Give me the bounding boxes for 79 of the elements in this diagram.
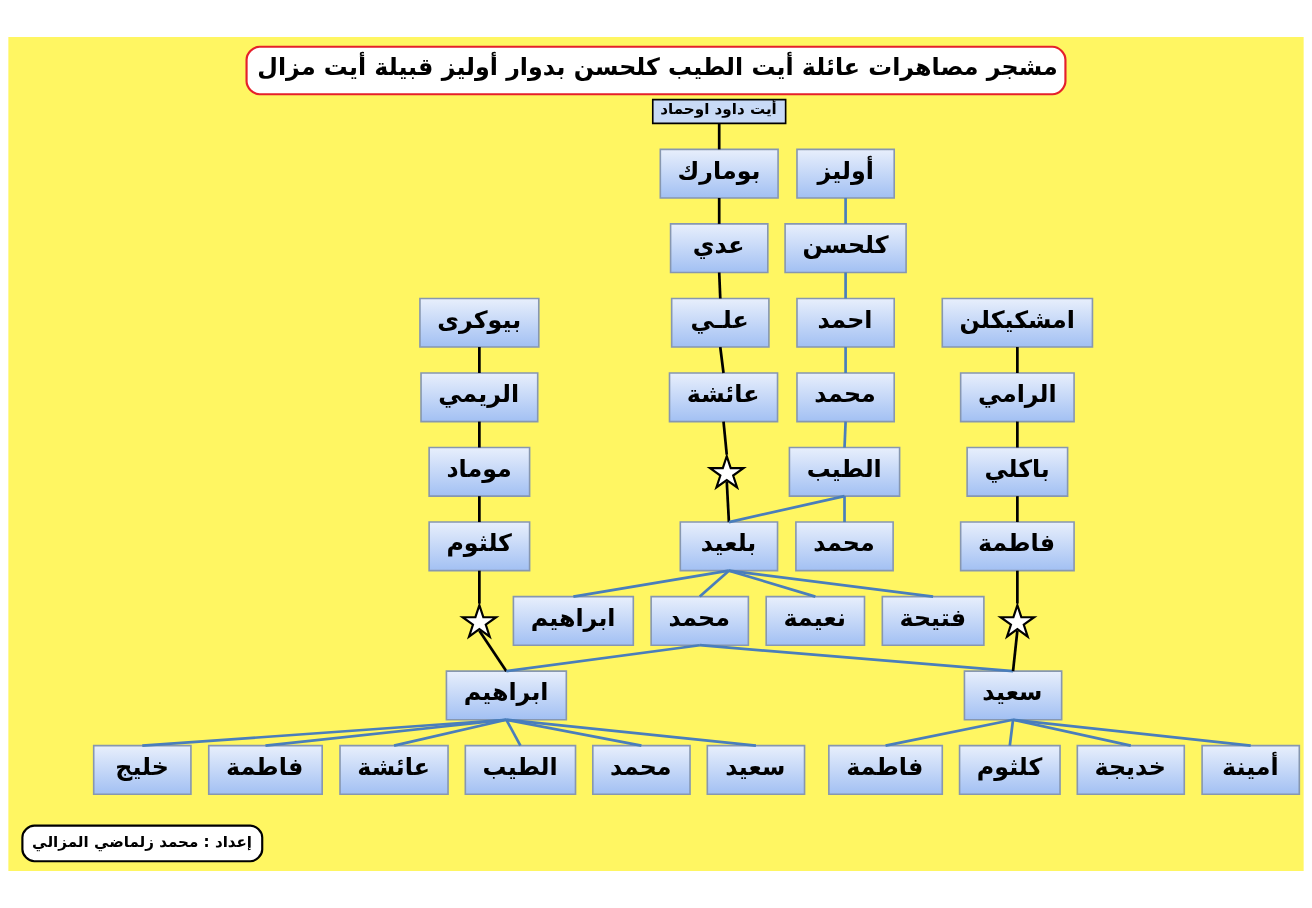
connector — [725, 481, 731, 523]
node-star — [997, 601, 1038, 640]
node-box: امشكيكلن — [941, 297, 1094, 348]
connector — [265, 718, 507, 748]
node-box: عائشة — [339, 744, 449, 796]
node-box: احمد — [796, 297, 895, 348]
node-box: محمد — [650, 595, 750, 647]
node-box: خليج — [92, 744, 192, 796]
node-box: الريمي — [420, 372, 539, 423]
node-box: محمد — [795, 521, 894, 572]
connector — [142, 718, 507, 748]
node-box: علـي — [670, 297, 770, 348]
node-box: محمد — [592, 744, 691, 796]
connector — [843, 421, 847, 448]
connector — [505, 719, 522, 747]
node-box: كلثوم — [958, 744, 1061, 796]
node-box: كلحسن — [784, 223, 907, 274]
node-star — [706, 452, 747, 491]
connector — [885, 718, 1014, 747]
connector — [844, 272, 847, 299]
connector — [722, 421, 729, 455]
connector — [506, 643, 700, 673]
node-box: خديجة — [1076, 744, 1186, 796]
connector — [1011, 630, 1019, 672]
node-star — [459, 601, 500, 640]
connector — [1016, 496, 1019, 523]
node-box: عدي — [669, 223, 769, 274]
connector — [843, 496, 846, 523]
node-box: الرامي — [959, 372, 1075, 423]
node-box: بومارك — [659, 148, 779, 199]
connector — [1016, 347, 1019, 373]
connector — [717, 123, 721, 150]
connector — [1008, 719, 1015, 746]
node-box: سعيد — [706, 744, 806, 796]
connector — [393, 718, 507, 747]
node-box: فاطمة — [207, 744, 323, 796]
node-box: ابراهيم — [512, 595, 635, 647]
connector — [1016, 570, 1019, 604]
node-box: سعيد — [963, 670, 1063, 721]
connector — [478, 347, 481, 373]
node-box: ابراهيم — [445, 670, 568, 721]
connector — [717, 197, 721, 224]
connector — [478, 496, 481, 523]
node-box: كلثوم — [428, 521, 531, 572]
node-box: فاطمة — [959, 521, 1075, 572]
node-box: نعيمة — [765, 595, 866, 647]
connector — [478, 629, 508, 672]
node-box: بيوكرى — [419, 297, 540, 348]
connector — [573, 569, 730, 598]
connector — [844, 347, 847, 373]
node-box: محمد — [796, 372, 895, 423]
connector — [728, 494, 845, 524]
connector — [1012, 718, 1132, 747]
node-box: فتيحة — [881, 595, 985, 647]
node-box: أيت داود اوحماد — [651, 98, 787, 125]
node-box: بلعيد — [679, 521, 779, 572]
connector — [698, 569, 730, 598]
connector — [699, 643, 1014, 673]
connector — [1012, 718, 1251, 748]
connector — [844, 197, 847, 224]
node-box: أوليز — [796, 148, 895, 199]
node-box: الطيب — [788, 446, 901, 497]
node-box: عائشة — [668, 372, 779, 423]
node-box: باكلي — [966, 446, 1069, 497]
connector — [506, 718, 642, 747]
connector — [1016, 421, 1019, 448]
diagram-title: مشجر مصاهرات عائلة أيت الطيب كلحسن بدوار أوليز قبيلة أيت مزال — [257, 53, 1058, 82]
connector — [718, 346, 725, 374]
node-box: الطيب — [464, 744, 577, 796]
node-box: أمينة — [1201, 744, 1301, 796]
connector — [728, 569, 934, 598]
connector — [478, 570, 481, 604]
node-box: فاطمة — [828, 744, 944, 796]
connector — [478, 421, 481, 448]
node-box: موماد — [428, 446, 531, 497]
label: إعداد : محمد زلماضي المزالي — [32, 832, 253, 851]
connector — [728, 569, 816, 598]
connector — [717, 272, 722, 299]
connector — [506, 718, 757, 748]
